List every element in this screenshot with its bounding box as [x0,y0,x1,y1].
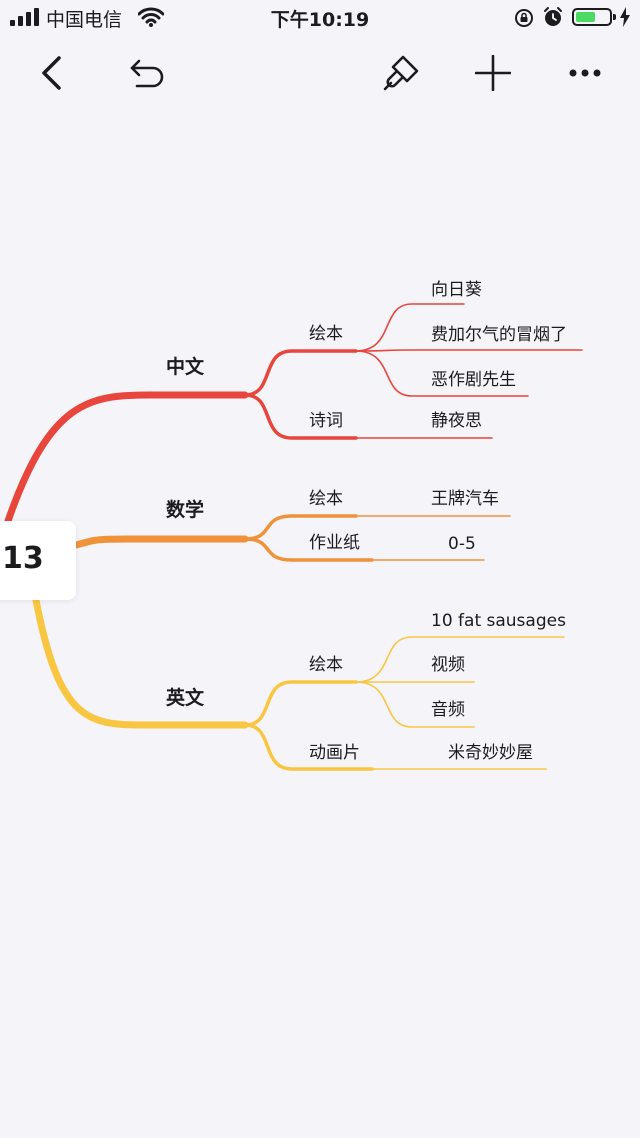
leaf-node-ace-car[interactable]: 王牌汽车 [431,489,499,509]
leaf-link-2-0-2 [355,681,475,728]
carrier-name: 中国电信 [46,9,123,31]
sub-node-math-picture-books[interactable]: 绘本 [309,489,343,509]
toolbar [0,40,640,104]
leaf-link-0-0-0 [355,303,465,352]
style-button[interactable] [376,48,426,98]
undo-button[interactable] [122,48,172,98]
leaf-node-ten-fat-sausages[interactable]: 10 fat sausages [431,611,566,631]
leaf-node-mickey-clubhouse[interactable]: 米奇妙妙屋 [448,743,533,763]
status-time: 下午10:19 [270,9,370,31]
sub-link-0-0 [243,349,358,397]
root-node[interactable]: 13 [0,521,76,600]
charging-bolt-icon [620,7,630,27]
plus-icon [475,55,511,91]
leaf-node-figaro[interactable]: 费加尔气的冒烟了 [431,325,567,345]
rotation-lock-icon [515,9,533,27]
signal-icon [10,8,39,26]
sub-link-1-1 [243,537,374,562]
leaf-link-0-0-2 [355,350,529,397]
sub-node-cartoons[interactable]: 动画片 [309,743,360,763]
undo-icon [130,59,164,88]
wifi-icon [138,7,164,27]
branch-node-english[interactable]: 英文 [166,687,205,709]
branch-link-2 [32,596,249,729]
paint-brush-icon [383,55,419,91]
back-button[interactable] [26,48,76,98]
leaf-node-zero-to-five[interactable]: 0-5 [448,534,476,554]
leaf-node-video[interactable]: 视频 [431,655,465,675]
sub-node-poems[interactable]: 诗词 [309,411,343,431]
sub-node-chinese-picture-books[interactable]: 绘本 [309,324,343,344]
sub-node-english-picture-books[interactable]: 绘本 [309,655,343,675]
battery-icon [572,8,616,26]
branch-link-1 [72,535,249,549]
status-bar: 中国电信 下午10:19 [0,0,640,36]
chevron-left-icon [42,56,61,90]
sub-link-2-0 [243,680,358,727]
alarm-icon [544,7,562,26]
more-button[interactable] [560,48,610,98]
leaf-link-0-0-1 [355,349,583,352]
sub-node-worksheets[interactable]: 作业纸 [309,533,360,553]
sub-link-2-1 [243,723,374,771]
leaf-node-sunflower[interactable]: 向日葵 [431,280,482,300]
sub-link-0-1 [243,393,358,440]
more-horizontal-icon [569,69,601,77]
leaf-link-2-0-0 [355,636,565,683]
branch-node-math[interactable]: 数学 [166,499,205,521]
root-node-label: 13 [2,541,44,576]
add-node-button[interactable] [468,48,518,98]
battery-level [576,12,595,22]
branch-node-chinese[interactable]: 中文 [166,356,205,378]
leaf-node-mister-prank[interactable]: 恶作剧先生 [431,370,516,390]
branch-link-0 [4,391,249,525]
leaf-node-quiet-night[interactable]: 静夜思 [431,411,482,431]
leaf-node-audio[interactable]: 音频 [431,700,465,720]
